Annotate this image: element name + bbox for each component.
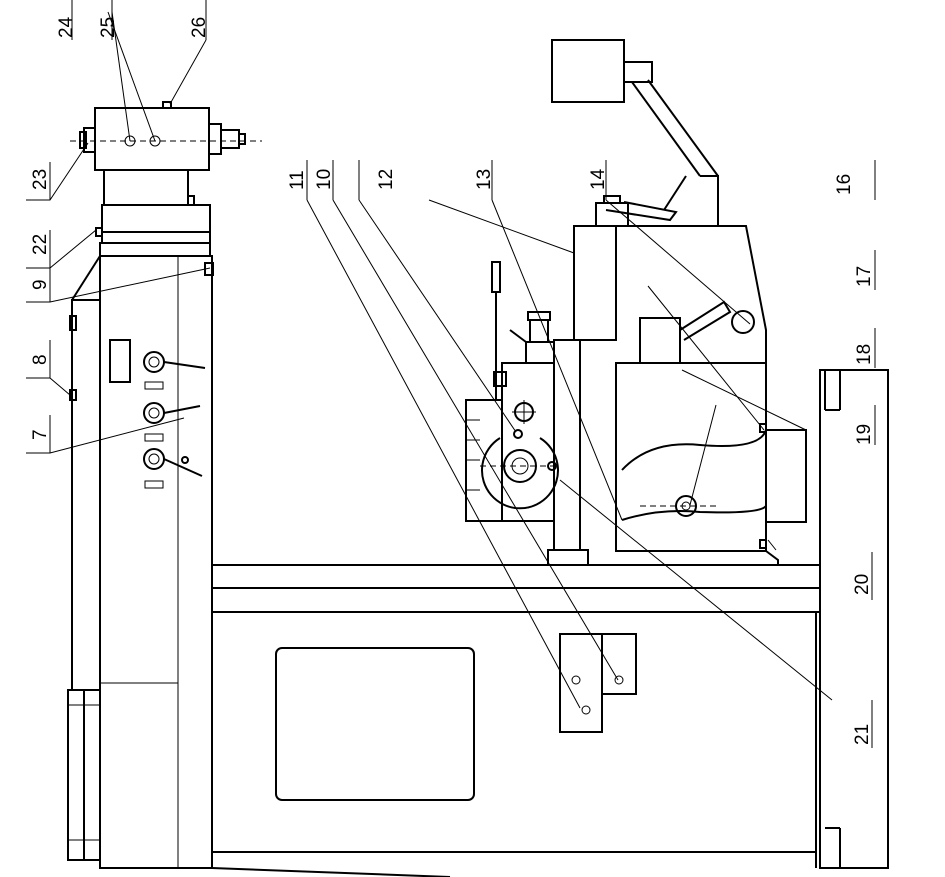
callout-21: 21 (852, 724, 873, 745)
callout-7: 7 (30, 429, 51, 440)
callout-labels: 7 8 9 10 11 12 13 14 16 17 18 19 20 21 2… (30, 16, 875, 745)
machine-column (67, 255, 213, 869)
callout-10: 10 (314, 169, 335, 190)
leader-lines (26, 11, 833, 709)
wheel-head (551, 39, 807, 566)
callout-9: 9 (30, 279, 51, 290)
callout-18: 18 (854, 344, 875, 365)
machine-bed (211, 564, 821, 877)
callout-bars (49, 0, 876, 748)
callout-23: 23 (30, 169, 51, 190)
callout-11: 11 (287, 170, 308, 190)
callout-8: 8 (30, 354, 51, 365)
callout-12: 12 (376, 169, 397, 190)
callout-22: 22 (30, 234, 51, 255)
callout-13: 13 (474, 169, 495, 190)
callout-16: 16 (834, 174, 855, 195)
callout-24: 24 (56, 16, 77, 38)
callout-17: 17 (854, 266, 875, 287)
callout-26: 26 (189, 17, 210, 38)
spindle-head (70, 101, 262, 257)
right-pedestal (819, 369, 889, 869)
work-table (465, 261, 589, 566)
control-panel (69, 262, 214, 489)
callout-19: 19 (854, 424, 875, 445)
callout-20: 20 (852, 574, 873, 595)
callout-14: 14 (588, 168, 609, 190)
callout-25: 25 (98, 17, 119, 38)
